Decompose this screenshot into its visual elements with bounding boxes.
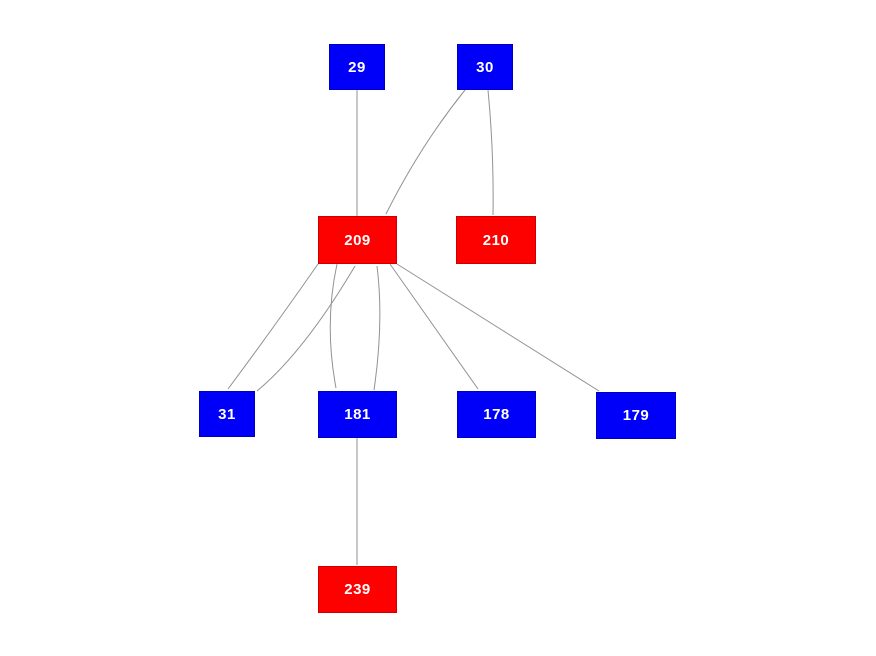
edges-group	[227, 89, 600, 565]
node-209[interactable]: 209	[318, 216, 397, 264]
node-label: 239	[344, 581, 371, 598]
node-239[interactable]: 239	[318, 566, 397, 613]
node-210[interactable]: 210	[456, 216, 536, 264]
node-29[interactable]: 29	[329, 44, 385, 90]
node-label: 210	[482, 231, 510, 249]
edge-30-209	[385, 89, 466, 215]
node-label: 209	[344, 231, 371, 249]
edge-209-179	[396, 263, 600, 392]
edge-181-209	[373, 265, 381, 391]
node-label: 30	[476, 58, 494, 76]
edge-31-209	[256, 265, 356, 392]
node-30[interactable]: 30	[457, 44, 513, 90]
node-178[interactable]: 178	[457, 391, 536, 438]
edge-209-31	[227, 263, 319, 390]
node-label: 29	[348, 58, 366, 76]
node-179[interactable]: 179	[596, 392, 676, 439]
edge-209-181	[329, 263, 338, 389]
node-label: 178	[483, 406, 510, 423]
node-181[interactable]: 181	[318, 391, 397, 438]
node-31[interactable]: 31	[199, 391, 255, 437]
edge-30-210	[487, 89, 494, 216]
edge-209-178	[389, 263, 479, 390]
node-label: 179	[622, 407, 650, 424]
node-label: 181	[344, 406, 371, 423]
node-label: 31	[218, 405, 236, 423]
